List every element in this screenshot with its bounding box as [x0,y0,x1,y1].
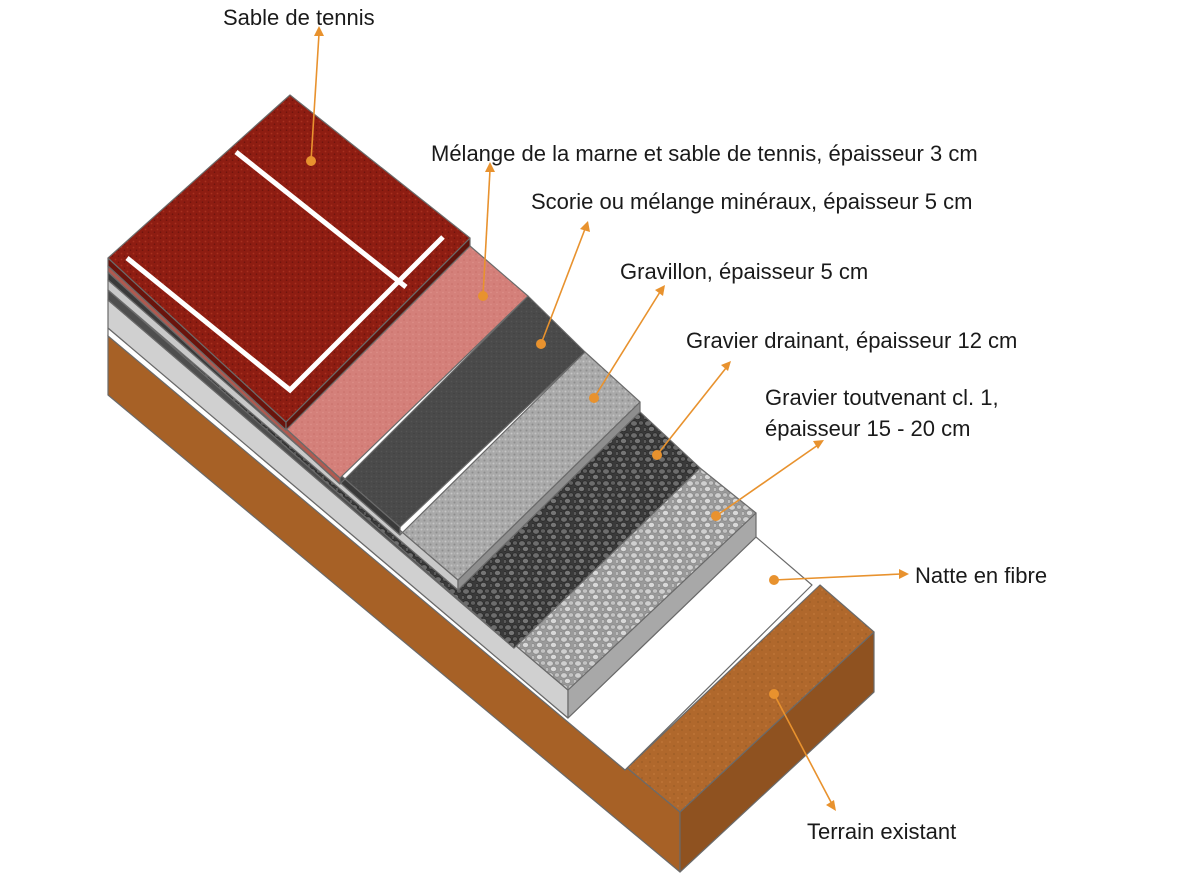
label-gravier-toutvenant: Gravier toutvenant cl. 1, épaisseur 15 -… [765,383,999,445]
gravier-toutvenant-layer [107,299,757,719]
label-gravillon: Gravillon, épaisseur 5 cm [620,259,869,284]
leader-scorie [536,221,590,349]
label-natte-fibre: Natte en fibre [915,563,1048,588]
label-melange-marne: Mélange de la marne et sable de tennis, … [431,141,978,166]
leader-gravier-toutvenant [711,440,824,521]
leader-melange-marne [478,162,495,301]
leader-natte-fibre [769,569,909,585]
court-line-baseline [125,235,445,394]
court-line-service [234,150,408,289]
label-gravier-toutvenant-line2: épaisseur 15 - 20 cm [765,415,971,441]
leader-terrain-existant [769,689,836,811]
court-top-face [107,94,471,423]
label-gravier-toutvenant-line1: Gravier toutvenant cl. 1, [765,385,999,410]
leader-gravillon [589,285,665,403]
leader-gravier-drainant [652,361,731,460]
label-terrain-existant: Terrain existant [807,819,957,844]
label-gravier-drainant: Gravier drainant, épaisseur 12 cm [686,328,1018,353]
label-sable-tennis: Sable de tennis [223,5,375,30]
sable-tennis-layer [107,94,471,431]
label-scorie: Scorie ou mélange minéraux, épaisseur 5 … [531,189,973,214]
leader-sable-tennis [306,26,324,166]
